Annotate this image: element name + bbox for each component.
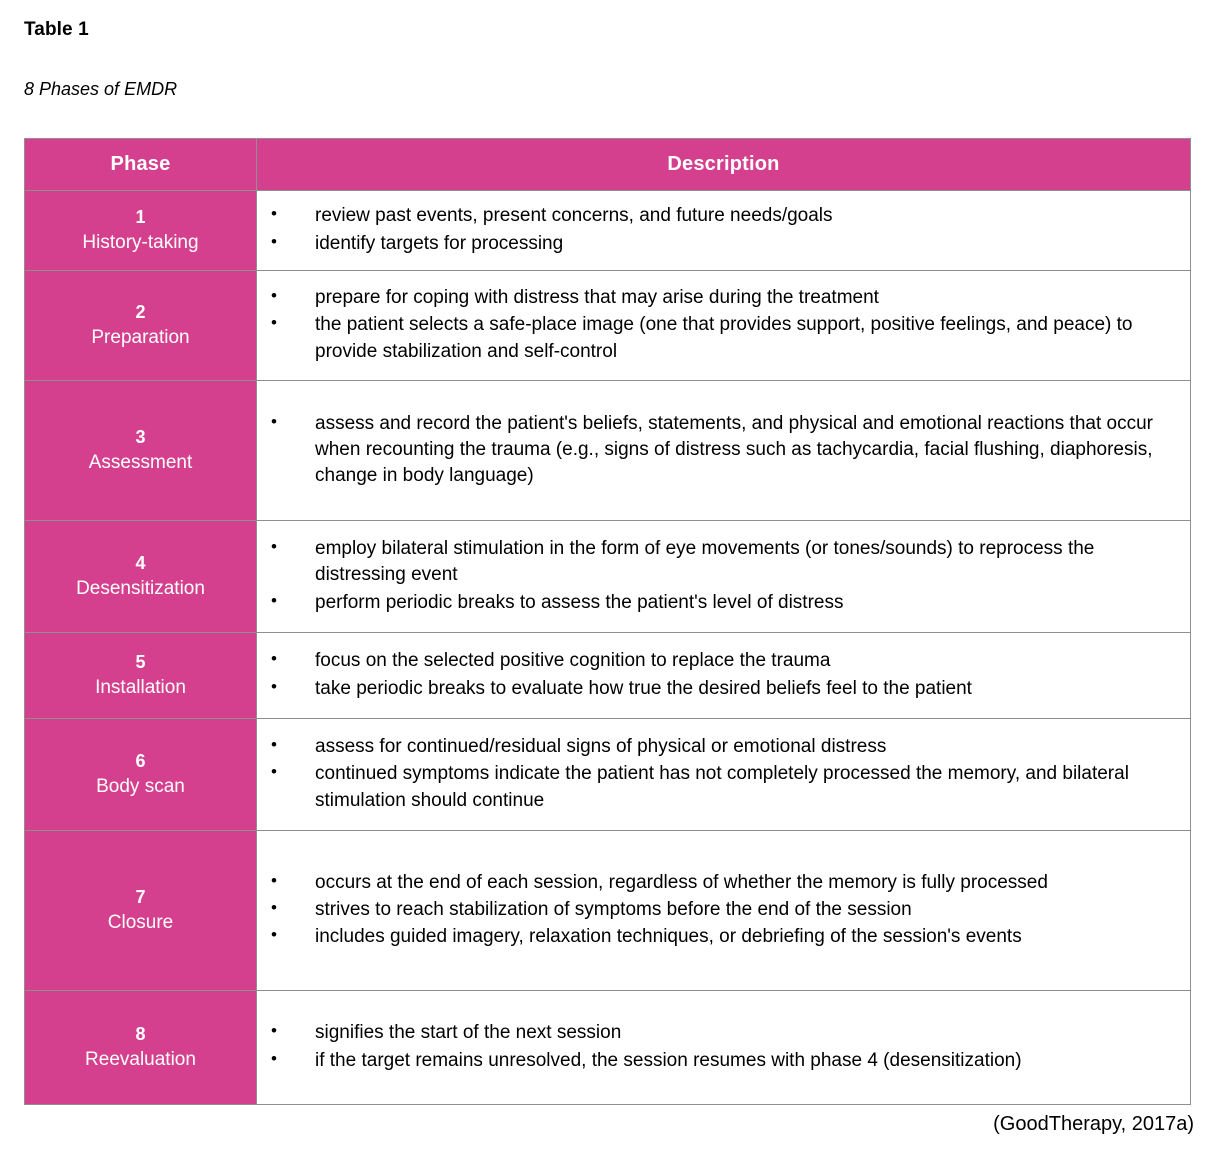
phase-name: Closure bbox=[107, 912, 174, 934]
phase-cell: 3 Assessment bbox=[24, 380, 257, 521]
description-bullet-list: assess and record the patient's beliefs,… bbox=[257, 410, 1190, 489]
table-row: 3 Assessment assess and record the patie… bbox=[24, 380, 1191, 521]
phase-cell: 8 Reevaluation bbox=[24, 990, 257, 1105]
list-item: focus on the selected positive cognition… bbox=[257, 647, 1190, 674]
source-citation: (GoodTherapy, 2017a) bbox=[993, 1113, 1194, 1135]
table-row: 5 Installation focus on the selected pos… bbox=[24, 632, 1191, 719]
list-item: assess for continued/residual signs of p… bbox=[257, 733, 1190, 760]
description-cell: assess for continued/residual signs of p… bbox=[256, 718, 1191, 831]
description-bullet-list: review past events, present concerns, an… bbox=[257, 202, 1190, 257]
phase-cell: 5 Installation bbox=[24, 632, 257, 719]
description-cell: employ bilateral stimulation in the form… bbox=[256, 520, 1191, 633]
phase-name: Body scan bbox=[96, 776, 185, 798]
column-header-description: Description bbox=[256, 138, 1191, 191]
phase-cell: 4 Desensitization bbox=[24, 520, 257, 633]
list-item: continued symptoms indicate the patient … bbox=[257, 760, 1190, 813]
list-item: review past events, present concerns, an… bbox=[257, 202, 1190, 229]
phase-cell: 1 History-taking bbox=[24, 190, 257, 271]
description-cell: signifies the start of the next session … bbox=[256, 990, 1191, 1105]
phase-number: 2 bbox=[135, 302, 146, 323]
phase-name: Assessment bbox=[88, 452, 193, 474]
table-row: 2 Preparation prepare for coping with di… bbox=[24, 270, 1191, 381]
phase-number: 5 bbox=[135, 652, 146, 673]
list-item: employ bilateral stimulation in the form… bbox=[257, 535, 1190, 588]
list-item: if the target remains unresolved, the se… bbox=[257, 1046, 1190, 1074]
phase-name: Desensitization bbox=[76, 578, 205, 600]
list-item: take periodic breaks to evaluate how tru… bbox=[257, 674, 1190, 702]
column-header-phase: Phase bbox=[24, 138, 257, 191]
table-body: 1 History-taking review past events, pre… bbox=[24, 190, 1191, 1105]
list-item: perform periodic breaks to assess the pa… bbox=[257, 588, 1190, 616]
phase-number: 6 bbox=[135, 751, 146, 772]
emdr-phases-table: Phase Description 1 History-taking revie… bbox=[24, 138, 1191, 1105]
description-bullet-list: occurs at the end of each session, regar… bbox=[257, 869, 1190, 950]
table-row: 1 History-taking review past events, pre… bbox=[24, 190, 1191, 271]
list-item: occurs at the end of each session, regar… bbox=[257, 869, 1190, 896]
description-cell: prepare for coping with distress that ma… bbox=[256, 270, 1191, 381]
phase-name: History-taking bbox=[82, 232, 199, 254]
list-item: signifies the start of the next session bbox=[257, 1019, 1190, 1046]
table-head: Phase Description bbox=[24, 138, 1191, 191]
list-item: includes guided imagery, relaxation tech… bbox=[257, 923, 1190, 950]
phase-number: 4 bbox=[135, 553, 146, 574]
phase-name: Installation bbox=[95, 677, 186, 699]
phase-name: Preparation bbox=[91, 327, 190, 349]
phase-number: 3 bbox=[135, 427, 146, 448]
list-item: prepare for coping with distress that ma… bbox=[257, 284, 1190, 311]
table-row: 6 Body scan assess for continued/residua… bbox=[24, 718, 1191, 831]
list-item: assess and record the patient's beliefs,… bbox=[257, 410, 1190, 489]
table-row: 7 Closure occurs at the end of each sess… bbox=[24, 830, 1191, 991]
phase-cell: 2 Preparation bbox=[24, 270, 257, 381]
description-bullet-list: prepare for coping with distress that ma… bbox=[257, 284, 1190, 364]
phase-cell: 7 Closure bbox=[24, 830, 257, 991]
phase-number: 1 bbox=[135, 207, 146, 228]
description-bullet-list: assess for continued/residual signs of p… bbox=[257, 733, 1190, 813]
description-bullet-list: signifies the start of the next session … bbox=[257, 1019, 1190, 1074]
table-row: 4 Desensitization employ bilateral stimu… bbox=[24, 520, 1191, 633]
description-cell: assess and record the patient's beliefs,… bbox=[256, 380, 1191, 521]
list-item: the patient selects a safe-place image (… bbox=[257, 311, 1190, 364]
table-number-label: Table 1 bbox=[24, 19, 89, 40]
phase-cell: 6 Body scan bbox=[24, 718, 257, 831]
phase-number: 7 bbox=[135, 887, 146, 908]
table-caption: 8 Phases of EMDR bbox=[24, 79, 178, 99]
phase-name: Reevaluation bbox=[85, 1049, 196, 1071]
list-item: strives to reach stabilization of sympto… bbox=[257, 896, 1190, 923]
description-bullet-list: employ bilateral stimulation in the form… bbox=[257, 535, 1190, 616]
description-bullet-list: focus on the selected positive cognition… bbox=[257, 647, 1190, 702]
phase-number: 8 bbox=[135, 1024, 146, 1045]
description-cell: occurs at the end of each session, regar… bbox=[256, 830, 1191, 991]
table-row: 8 Reevaluation signifies the start of th… bbox=[24, 990, 1191, 1105]
description-cell: focus on the selected positive cognition… bbox=[256, 632, 1191, 719]
description-cell: review past events, present concerns, an… bbox=[256, 190, 1191, 271]
table-header-row: Phase Description bbox=[24, 138, 1191, 191]
list-item: identify targets for processing bbox=[257, 229, 1190, 257]
